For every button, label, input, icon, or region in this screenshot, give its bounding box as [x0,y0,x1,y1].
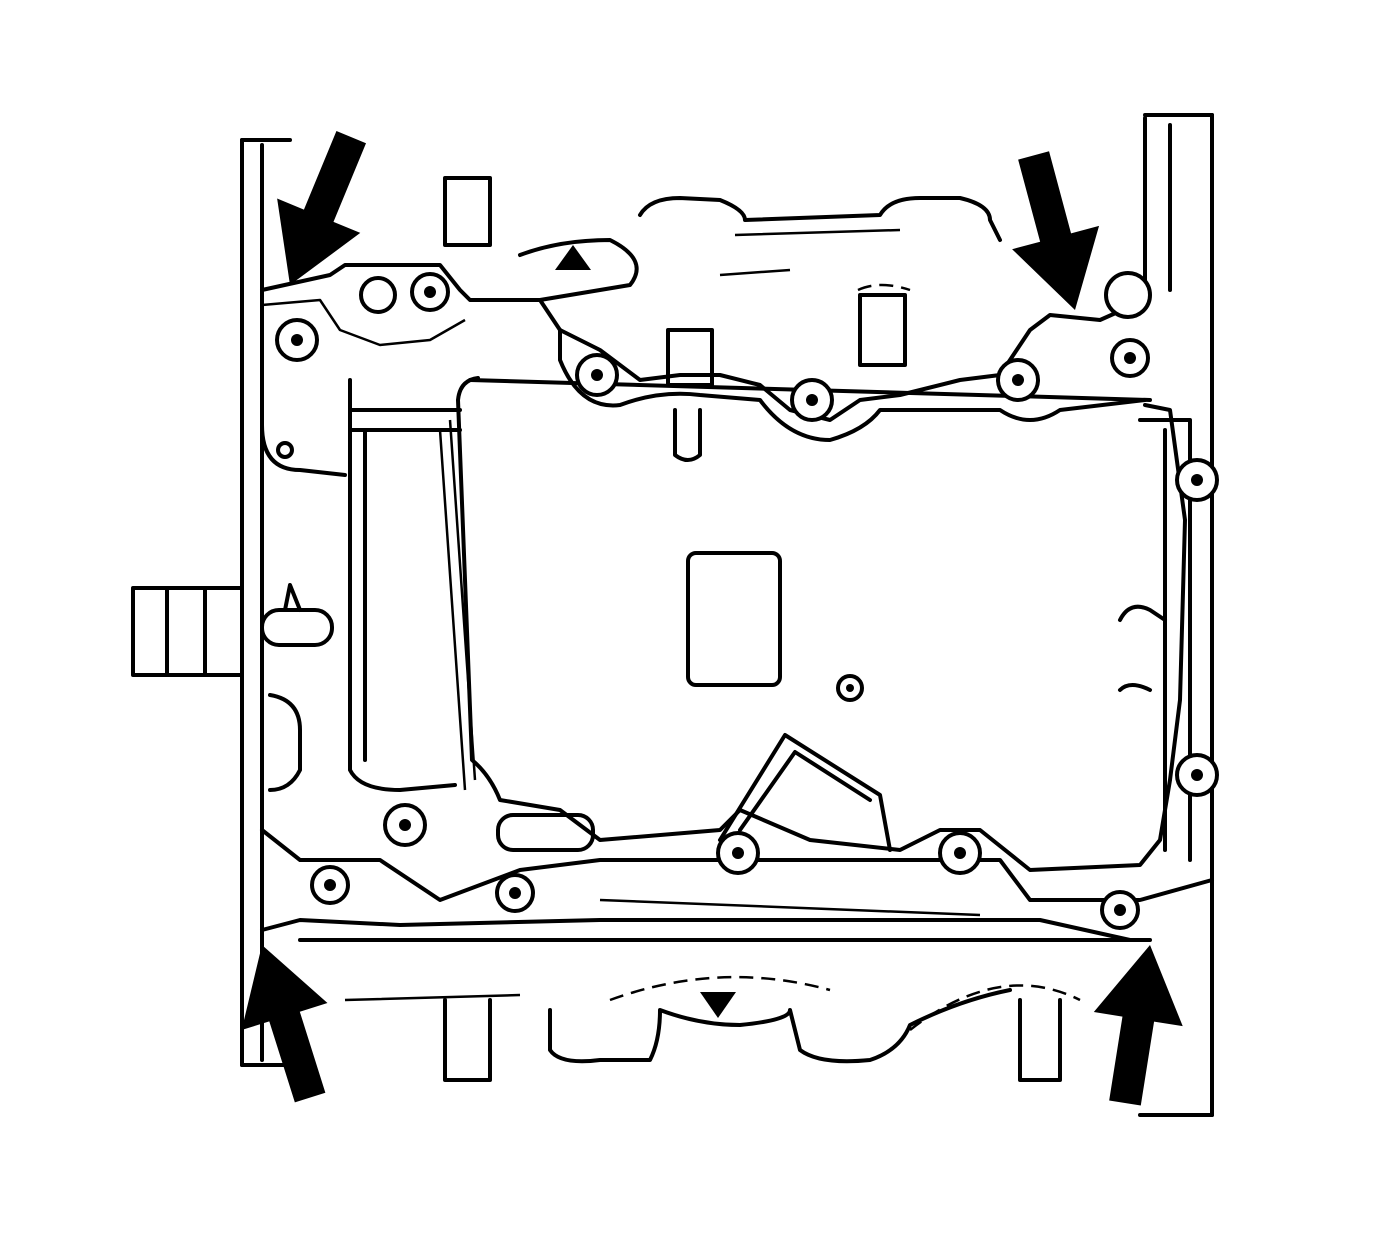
bolt [359,276,397,314]
bolt [410,272,450,312]
bolt [1110,338,1150,378]
bolt [495,873,535,913]
top-flange [260,176,1152,462]
bolt [575,353,619,397]
bolt [1175,458,1219,502]
bolt [716,831,760,875]
bolt [1104,271,1152,319]
bolt [790,378,834,422]
bolt [275,318,319,362]
arrow-top-left-icon [277,131,367,285]
bolt [938,831,982,875]
bolts [275,271,1219,930]
triangle-up-icon [555,245,591,270]
bolt [1100,890,1140,930]
bottom-flange [260,813,1214,1082]
arrow-bottom-left-icon [241,945,328,1103]
oil-pan-body [260,376,1192,872]
arrow-top-right-icon [1012,151,1100,310]
bolt [996,358,1040,402]
drain-bolt [836,674,864,702]
triangle-down-icon [700,992,736,1018]
arrow-bottom-right-icon [1093,945,1183,1106]
left-tab [131,586,244,677]
inspection-window [686,551,782,687]
bolt [310,865,350,905]
bolt [383,803,427,847]
bolt [1175,753,1219,797]
